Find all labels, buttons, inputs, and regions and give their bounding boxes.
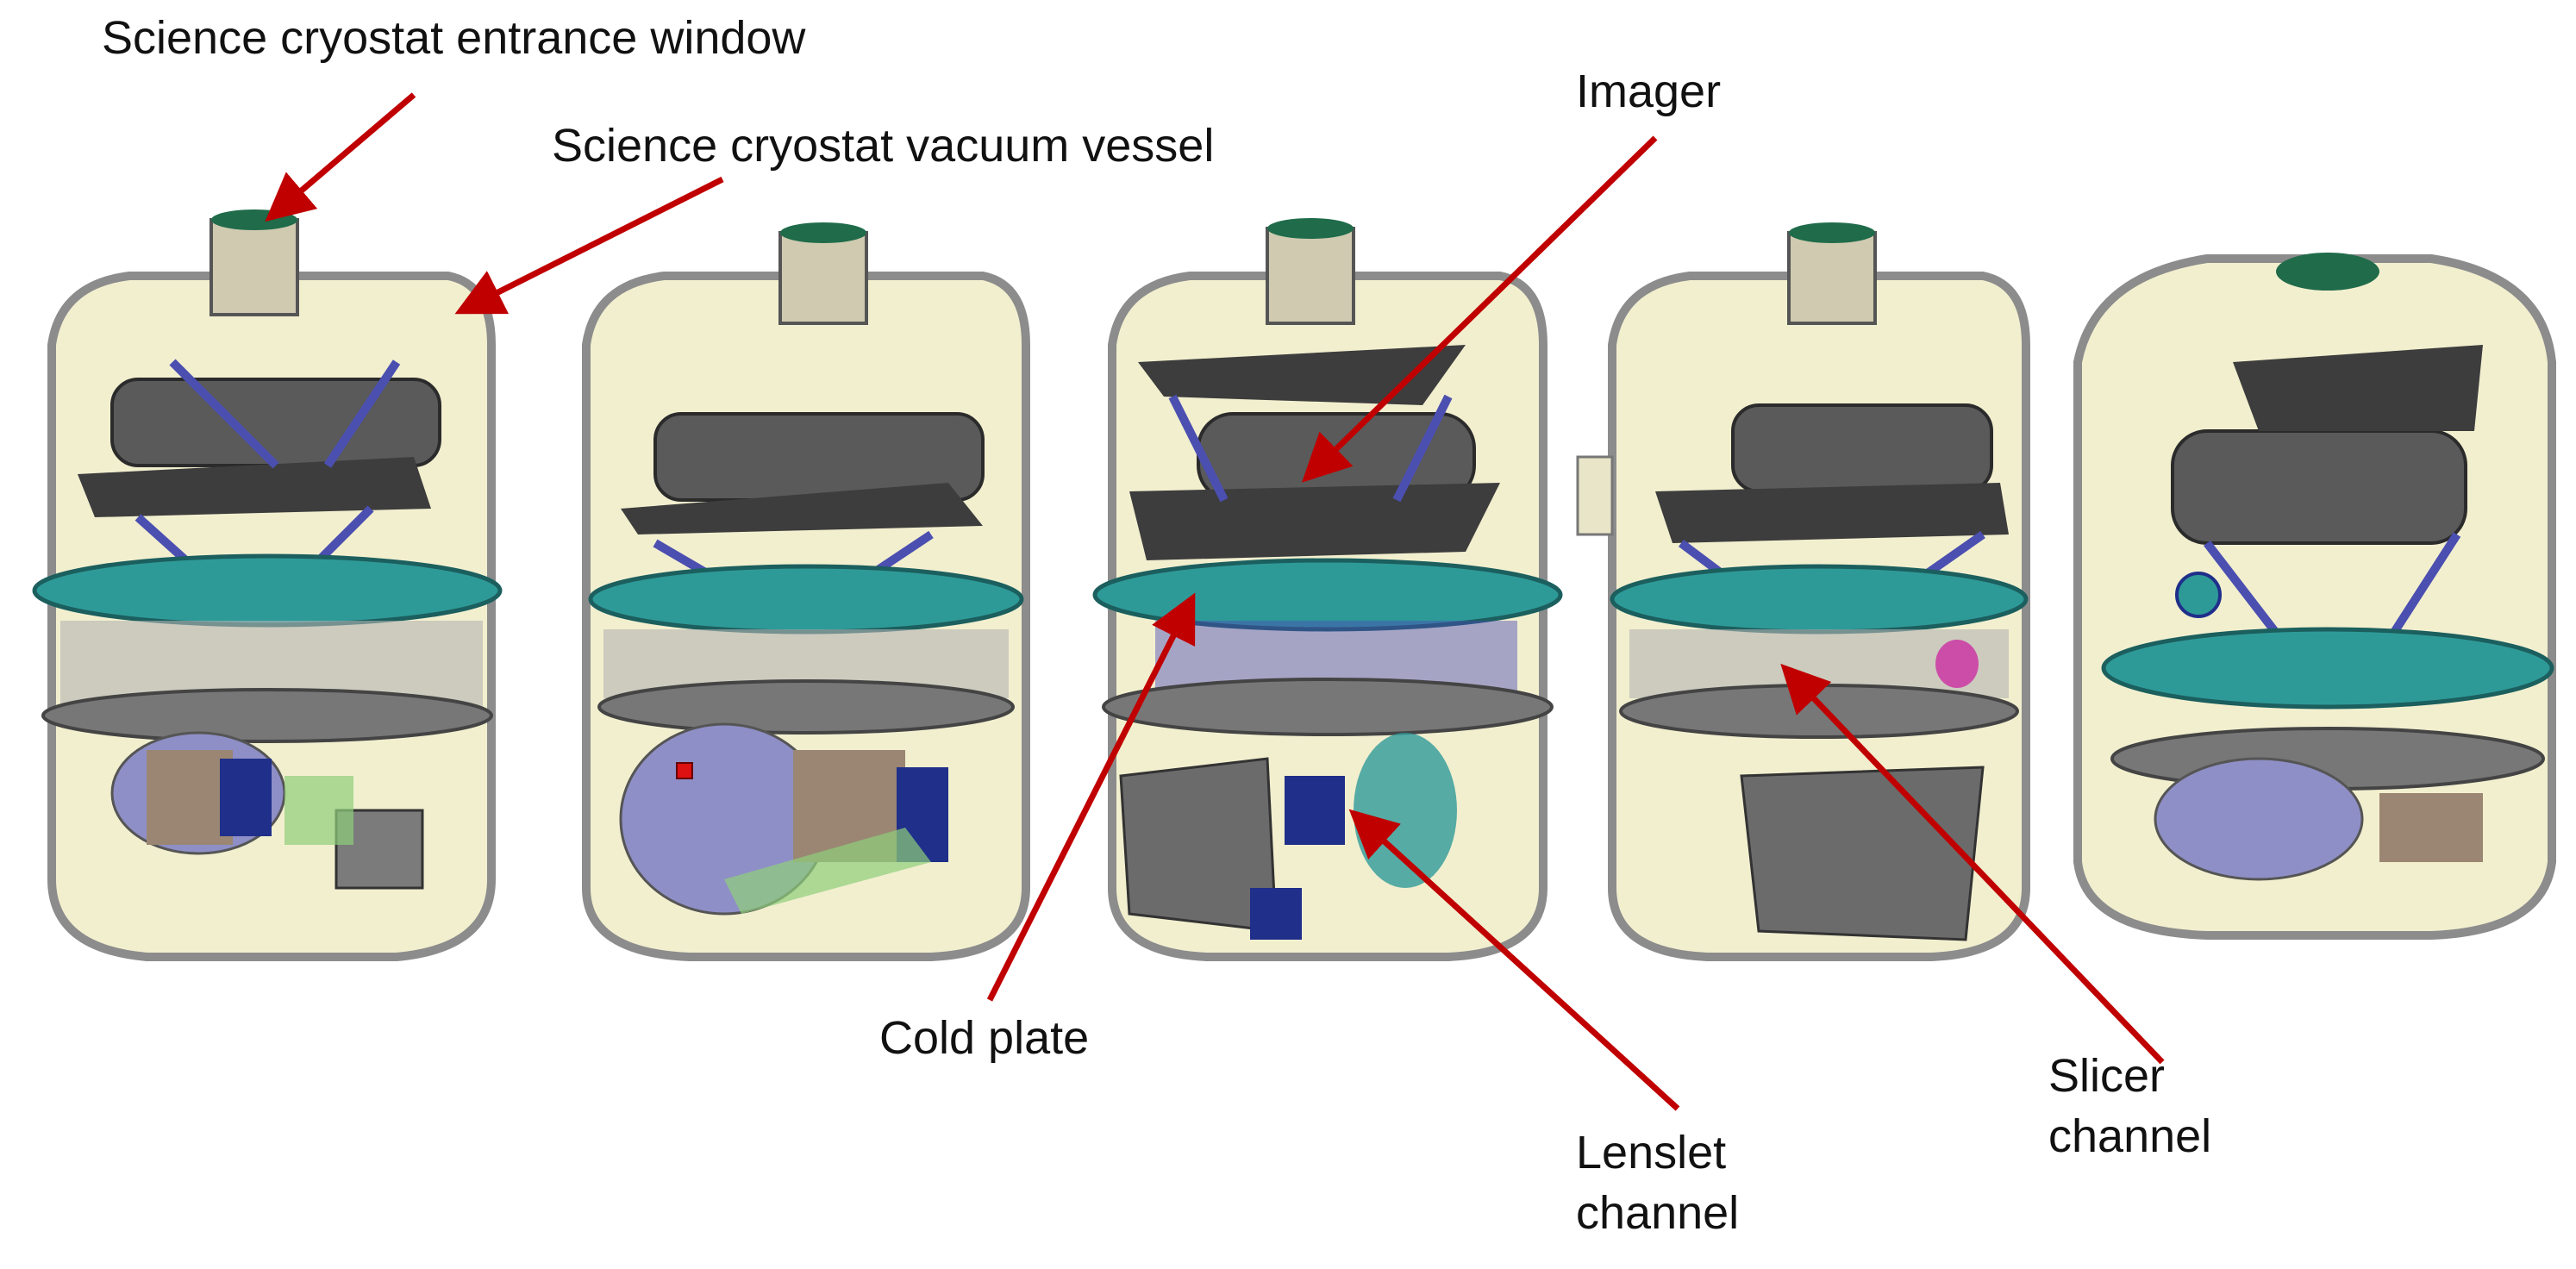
arrow-lenslet-channel <box>1348 809 1680 1111</box>
label-entrance-window: Science cryostat entrance window <box>102 12 806 64</box>
label-cold-plate: Cold plate <box>879 1012 1089 1064</box>
label-lenslet-line-2: channel <box>1576 1187 1739 1239</box>
arrow-entrance-window <box>265 92 416 222</box>
arrow-vacuum-vessel <box>454 176 724 315</box>
label-imager: Imager <box>1576 66 1721 117</box>
callout-arrows <box>265 92 2165 1111</box>
callout-labels: Science cryostat entrance window Science… <box>102 12 2211 1239</box>
arrow-cold-plate <box>986 592 1196 1002</box>
label-slicer-line-2: channel <box>2048 1110 2211 1162</box>
cryostat-view-5 <box>2073 253 2556 940</box>
cryostat-view-1 <box>32 209 503 961</box>
arrow-imager <box>1301 135 1658 483</box>
label-vacuum-vessel: Science cryostat vacuum vessel <box>552 120 1214 172</box>
arrow-slicer-channel <box>1780 663 2165 1065</box>
label-lenslet-line-1: Lenslet <box>1576 1127 1726 1178</box>
cryostat-view-2 <box>582 222 1030 961</box>
label-slicer-line-1: Slicer <box>2048 1050 2165 1102</box>
cryostat-view-3 <box>1092 218 1563 961</box>
